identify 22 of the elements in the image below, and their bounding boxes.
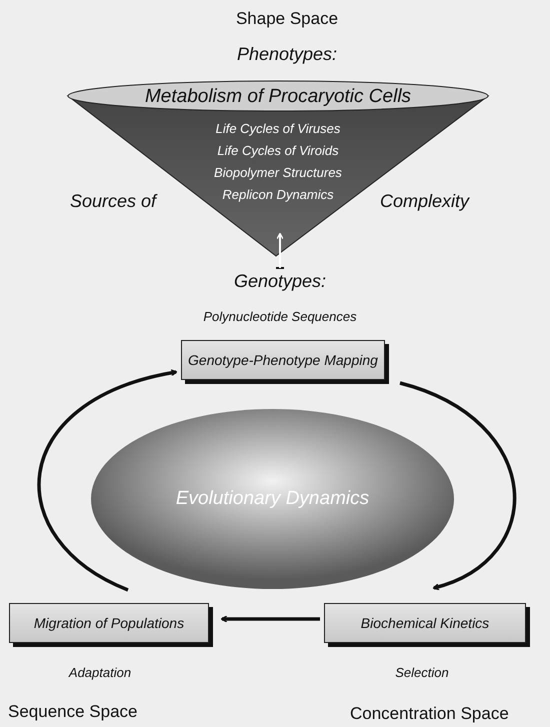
space-label: Concentration Space xyxy=(350,703,510,725)
cone-item: Biopolymer Structures xyxy=(214,164,342,181)
space-label: Phenotypes: xyxy=(236,43,338,66)
box-label: Migration of Populations xyxy=(34,614,184,633)
arrow xyxy=(38,370,178,592)
node-heading: Genotypes: xyxy=(234,270,326,293)
cone-heading: Metabolism of Procaryotic Cells xyxy=(144,85,412,109)
arrow xyxy=(399,381,516,590)
cone-item: Life Cycles of Viroids xyxy=(217,142,339,159)
space-label: Sequence Space xyxy=(8,701,138,723)
arrow xyxy=(275,232,285,269)
cone-item: Replicon Dynamics xyxy=(222,186,334,203)
space-label: Adaptation xyxy=(67,664,132,682)
space-label: Shape Space xyxy=(234,8,340,30)
space-label: Selection xyxy=(394,664,450,682)
cone-item: Life Cycles of Viruses xyxy=(216,120,340,137)
box-label: Genotype-Phenotype Mapping xyxy=(188,350,378,370)
space-label: Complexity xyxy=(380,190,471,213)
box-label: Biochemical Kinetics xyxy=(360,614,490,632)
arrow xyxy=(220,615,320,623)
node-subtitle: Polynucleotide Sequences xyxy=(203,308,357,326)
space-label: Sources of xyxy=(70,190,158,213)
